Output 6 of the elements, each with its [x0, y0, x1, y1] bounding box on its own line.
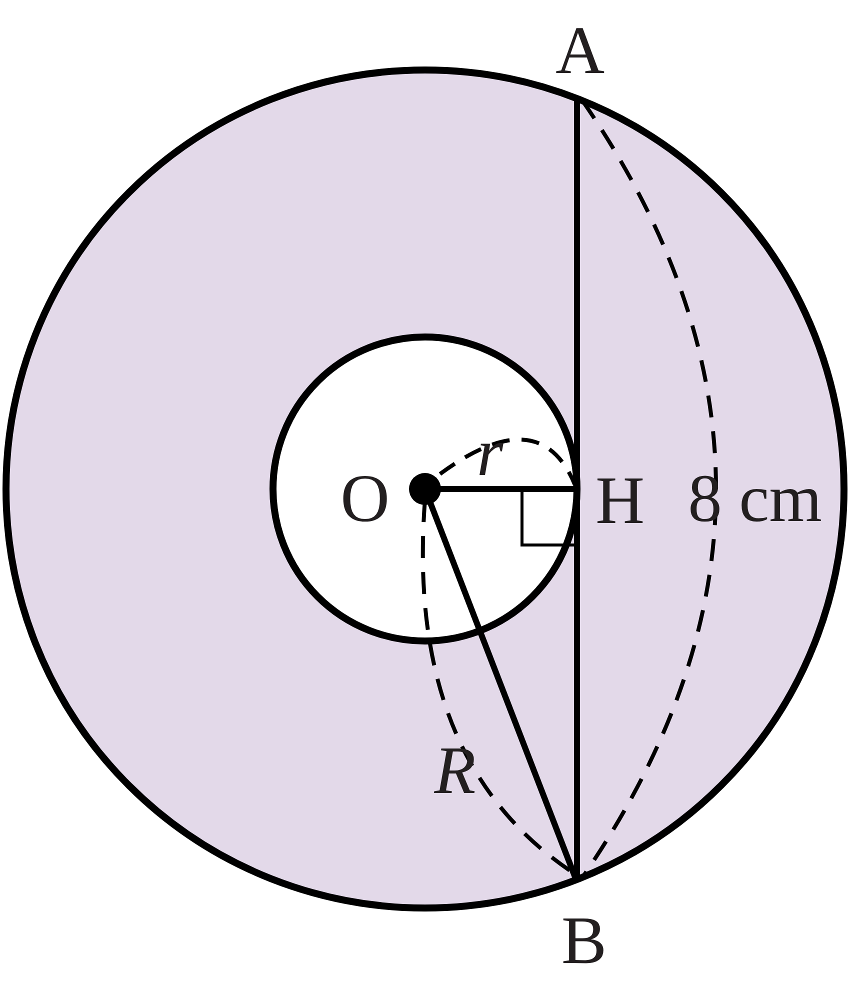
point-label: O: [340, 464, 390, 532]
radius-label: R: [434, 736, 476, 804]
dimension-label: 8 cm: [688, 464, 822, 532]
point-label: B: [561, 906, 607, 974]
point-label: H: [595, 466, 645, 534]
point-label: A: [555, 16, 605, 84]
